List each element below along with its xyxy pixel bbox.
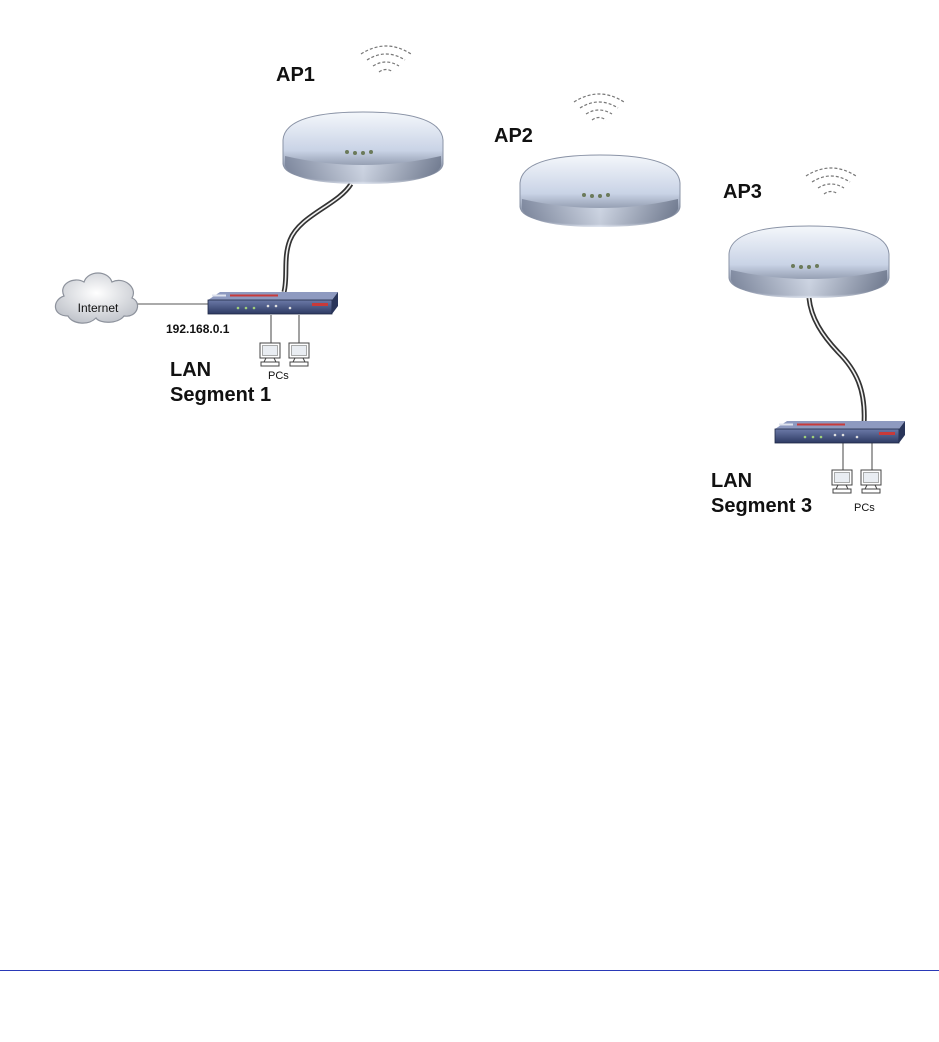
segment1-line2: Segment 1	[170, 384, 271, 406]
router-icon	[208, 292, 338, 314]
wifi-signal-icon	[361, 46, 411, 72]
access-point-1: AP1	[276, 46, 443, 184]
router1-ip-label: 192.168.0.1	[166, 322, 230, 336]
pc-icon	[260, 343, 280, 366]
access-point-3: AP3	[723, 168, 889, 298]
access-point-icon	[729, 226, 889, 298]
lan-segment-1-label: LAN Segment 1	[170, 359, 271, 406]
ap3-label: AP3	[723, 181, 762, 203]
access-point-2: AP2	[494, 94, 680, 227]
segment3-line2: Segment 3	[711, 495, 812, 517]
internet-cloud: Internet	[55, 273, 137, 323]
segment1-line1: LAN	[170, 359, 211, 381]
footer-rule	[0, 970, 939, 971]
pc-icon	[289, 343, 309, 366]
lan-segment-3-label: LAN Segment 3	[711, 470, 812, 517]
ap2-label: AP2	[494, 125, 533, 147]
cloud-icon	[55, 273, 137, 323]
router-icon	[775, 421, 905, 443]
cable-ap3-router3	[809, 298, 864, 424]
pc-icon	[861, 470, 881, 493]
cables	[136, 184, 872, 470]
access-point-icon	[520, 155, 680, 227]
router3-pcs-label: PCs	[854, 502, 875, 514]
cable-ap1-router1	[284, 184, 351, 292]
router1-pcs-label: PCs	[268, 370, 289, 382]
wifi-signal-icon	[574, 94, 624, 120]
segment3-line1: LAN	[711, 470, 752, 492]
internet-label: Internet	[78, 301, 119, 315]
wifi-signal-icon	[806, 168, 856, 194]
pc-icon	[832, 470, 852, 493]
access-point-icon	[283, 112, 443, 184]
ap1-label: AP1	[276, 64, 315, 86]
